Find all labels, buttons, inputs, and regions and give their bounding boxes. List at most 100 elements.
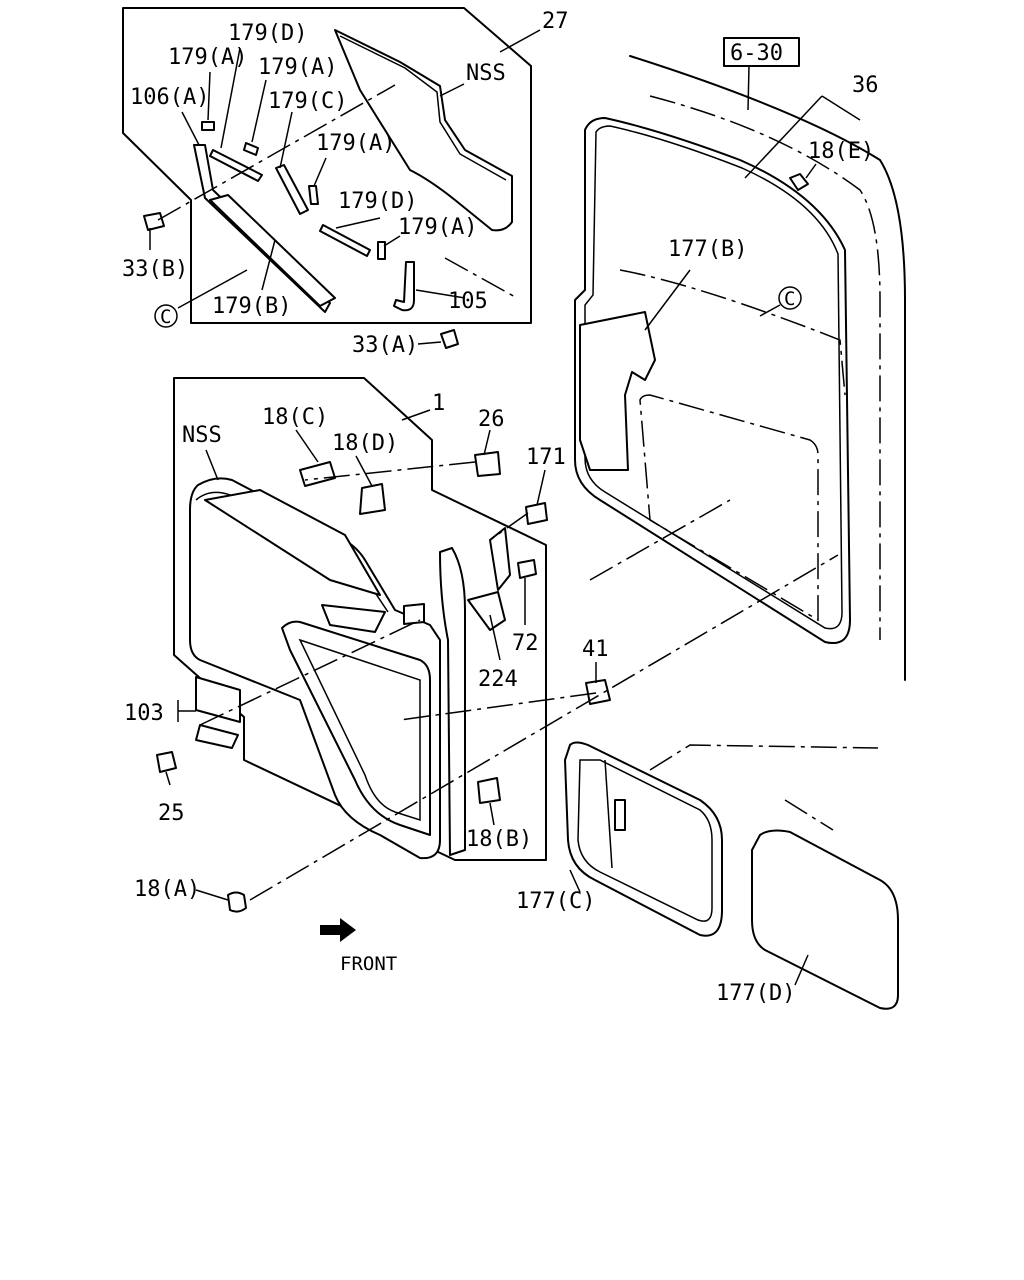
leader-nss-mid: [205, 449, 219, 481]
strip-179a-2: [243, 142, 259, 156]
leader-18d: [355, 455, 373, 487]
leader-106a: [181, 111, 200, 146]
leader-177c: [569, 869, 581, 893]
leader-1: [401, 409, 431, 421]
window-latch: [614, 799, 626, 831]
dash-window-right: [784, 799, 834, 831]
latch-224: [467, 591, 506, 631]
label-177b: 177(B): [668, 237, 747, 262]
screw-72: [517, 559, 537, 579]
leader-171: [536, 469, 546, 506]
dash-41: [399, 692, 597, 721]
leader-179a-3: [313, 157, 327, 187]
leader-179a-1: [207, 71, 211, 121]
label-nss-mid: NSS: [182, 423, 222, 448]
trim-upper-pocket: [204, 489, 381, 596]
label-18b: 18(B): [466, 827, 532, 852]
label-179c: 179(C): [268, 89, 347, 114]
clip-18e: [789, 173, 809, 191]
screw-25: [156, 751, 177, 773]
label-179a-a: 179(A): [168, 45, 247, 70]
leader-6-30: [747, 65, 750, 111]
leader-26: [483, 429, 491, 456]
bracket-103-lower: [195, 724, 239, 749]
screw-171: [525, 502, 548, 525]
leader-179a-4: [383, 235, 401, 247]
strip-179d-1: [209, 149, 263, 182]
strip-179d-2: [319, 224, 371, 257]
label-18c: 18(C): [262, 405, 328, 430]
dash-window-top: [649, 744, 879, 771]
leader-nss-top: [439, 83, 465, 97]
clip-33a: [440, 329, 459, 349]
label-front: FRONT: [340, 953, 397, 975]
door-seal-36-inner: [584, 125, 843, 630]
dash-26: [304, 461, 476, 481]
strip-179c: [275, 164, 309, 215]
leader-179b: [261, 239, 276, 291]
leader-27: [499, 29, 541, 53]
trim-window-frame: [281, 620, 431, 836]
circle-c-top: [154, 304, 178, 328]
door-beltline: [619, 269, 846, 396]
leader-18a: [195, 889, 229, 901]
leader-33a: [417, 341, 442, 345]
window-177c: [564, 741, 723, 937]
label-25: 25: [158, 801, 185, 826]
label-c-top: C: [160, 306, 171, 328]
inset-27: [122, 7, 541, 349]
dash-33b: [157, 84, 396, 221]
window-177c-divider: [604, 759, 613, 869]
window-group: [564, 499, 899, 1010]
label-27: 27: [542, 9, 569, 34]
label-33a: 33(A): [352, 333, 418, 358]
clip-18b: [477, 777, 501, 804]
label-179b: 179(B): [212, 294, 291, 319]
leader-18c: [295, 429, 319, 463]
leader-177d: [794, 954, 809, 986]
pillar-trim: [439, 547, 466, 856]
label-72: 72: [512, 631, 539, 656]
strip-105: [393, 261, 415, 312]
dash-window-left: [589, 499, 731, 581]
bracket-103: [195, 676, 241, 723]
leader-18e: [805, 163, 817, 179]
label-179a-d: 179(A): [398, 215, 477, 240]
clip-18a: [227, 891, 247, 913]
fastener-18c: [299, 461, 336, 487]
label-36: 36: [852, 73, 879, 98]
label-6-30: 6-30: [730, 41, 783, 66]
leader-179a-2: [251, 79, 267, 143]
nss-seal-top-edge: [339, 35, 507, 181]
inset-27-frame: [122, 7, 532, 324]
label-nss-top: NSS: [466, 61, 506, 86]
front-arrow-icon: [320, 918, 356, 942]
dash-171: [489, 512, 529, 541]
panel-177d: [751, 829, 899, 1010]
label-41: 41: [582, 637, 609, 662]
label-177c: 177(C): [516, 889, 595, 914]
dash-103: [199, 619, 421, 726]
circle-c-right: [778, 286, 802, 310]
strip-179a-1: [201, 121, 215, 131]
label-18d: 18(D): [332, 431, 398, 456]
inset-1: [156, 377, 839, 913]
clip-26: [474, 451, 501, 477]
door-outline-outer: [629, 55, 906, 681]
label-179d-a: 179(D): [228, 21, 307, 46]
handle-bracket: [403, 603, 425, 625]
leader-179c: [279, 111, 293, 169]
leader-177b: [644, 269, 691, 331]
label-179d-b: 179(D): [338, 189, 417, 214]
label-179a-c: 179(A): [316, 131, 395, 156]
dash-105: [444, 257, 518, 299]
clip-18d: [359, 483, 386, 515]
leader-179d-2: [335, 217, 381, 229]
pad-177b: [579, 311, 656, 471]
label-c-right: C: [784, 288, 795, 310]
leader-179d-1: [220, 47, 241, 149]
trim-handle-recess: [321, 604, 386, 633]
label-106a: 106(A): [130, 85, 209, 110]
